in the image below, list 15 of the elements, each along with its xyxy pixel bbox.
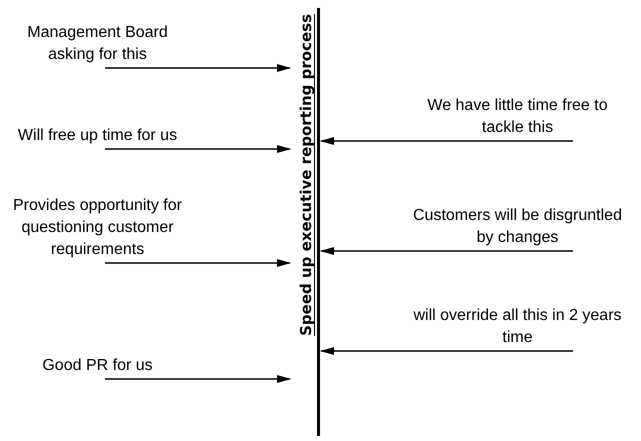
arrow [105,64,291,72]
force-text: We have little time free to tackle this [426,96,609,138]
arrow [105,375,291,383]
force-text: Management Board asking for this [26,23,169,65]
arrow [105,259,291,267]
force-text: Customers will be disgruntled by changes [412,206,623,248]
arrow [105,145,291,153]
force-text: Will free up time for us [16,126,178,146]
arrow [320,347,573,355]
force-text: Good PR for us [41,356,154,376]
force-text: Provides opportunity for questioning customer requirements [12,196,183,260]
arrow [320,137,573,145]
force-text: will override all this in 2 years time [412,306,623,348]
arrow [320,247,573,255]
process-title: Speed up executive reporting process [296,14,316,336]
